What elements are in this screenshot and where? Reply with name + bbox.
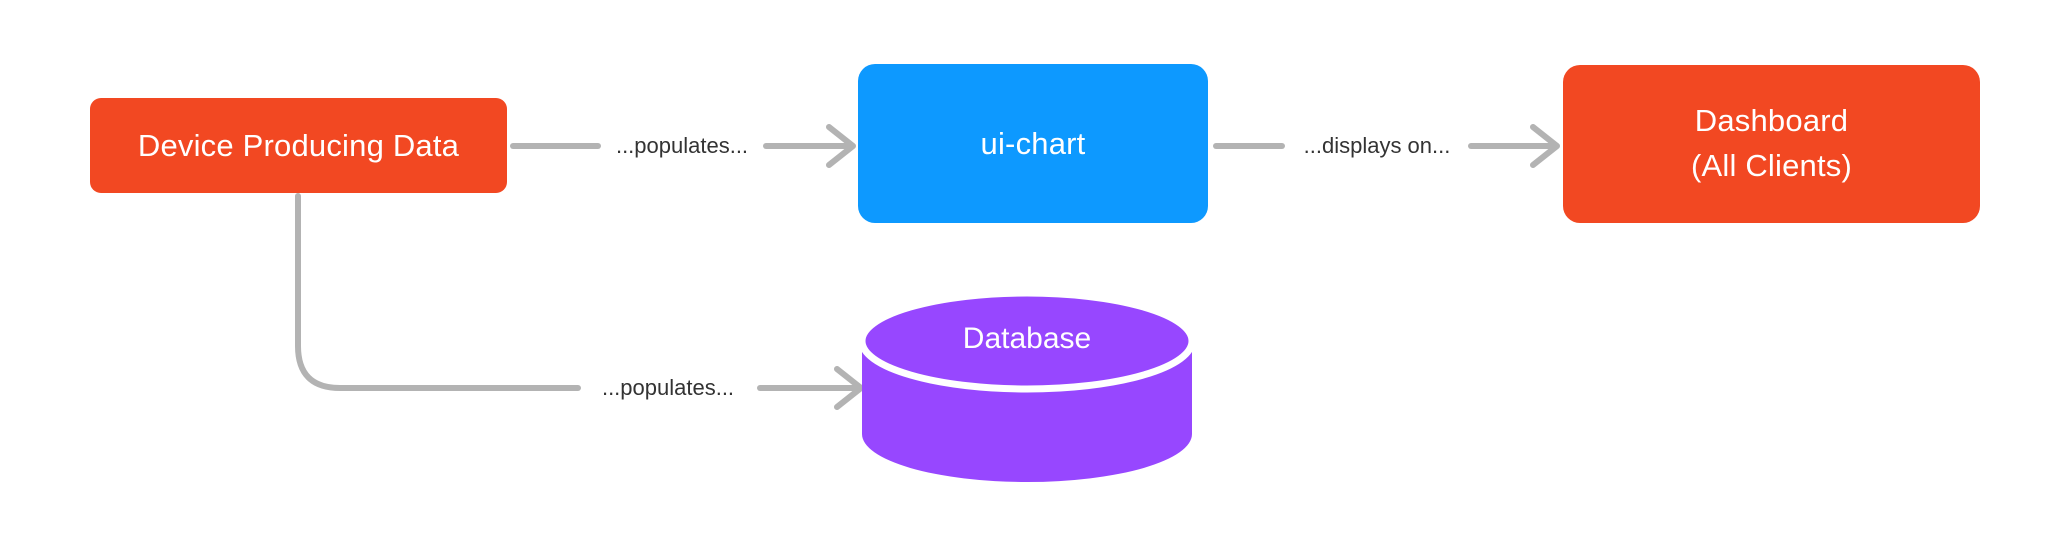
database-label: Database	[962, 322, 1092, 355]
node-label: Device Producing Data	[137, 127, 460, 163]
edge-line	[295, 193, 581, 391]
edge-device-to-database	[295, 193, 864, 410]
node-device-producing-data: Device Producing Data	[90, 98, 507, 193]
edge-label-displays-on: ...displays on...	[1303, 133, 1451, 158]
edge-label-populates-top: ...populates...	[615, 133, 749, 158]
edge-label-populates-bottom: ...populates...	[601, 375, 735, 400]
arrowhead-icon	[1530, 124, 1560, 168]
node-dashboard: Dashboard (All Clients)	[1563, 65, 1980, 223]
arrowhead-icon	[826, 124, 856, 168]
node-label: ui-chart	[980, 125, 1086, 161]
node-label-line1: Dashboard	[1694, 103, 1849, 139]
cylinder-body	[862, 341, 1192, 482]
node-ui-chart: ui-chart	[858, 64, 1208, 223]
node-label-line2: (All Clients)	[1690, 148, 1853, 183]
arrowhead-icon	[834, 366, 864, 410]
